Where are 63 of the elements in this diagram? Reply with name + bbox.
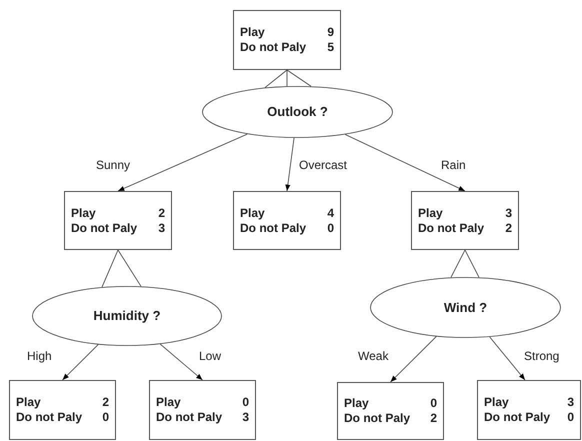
arrow (160, 344, 203, 380)
class-label: Play (240, 206, 266, 220)
count-value: 0 (327, 220, 334, 236)
count-box (233, 10, 341, 70)
class-label: Play (344, 396, 370, 411)
connector-line (264, 70, 312, 88)
connector-line (102, 250, 142, 288)
arrow (489, 336, 526, 380)
edge-label: Low (198, 350, 222, 362)
edge-label: Sunny (95, 159, 132, 171)
count-value: 9 (327, 25, 334, 40)
class-label: Do not Paly (16, 410, 84, 425)
count-value: 2 (158, 206, 165, 220)
count-value: 0 (102, 410, 109, 425)
arrow (62, 344, 99, 380)
count-value: 2 (102, 395, 109, 410)
class-label: Do not Paly (240, 220, 308, 236)
count-value: 5 (327, 40, 334, 55)
class-label: Play (484, 395, 510, 410)
question-text: Wind ? (444, 298, 488, 317)
edge-label: High (26, 350, 53, 362)
decision-ellipse (202, 86, 393, 138)
count-box (149, 380, 256, 440)
count-box (411, 191, 519, 250)
class-label: Do not Paly (71, 220, 138, 236)
class-label: Do not Paly (418, 220, 486, 236)
connector-line (450, 250, 480, 278)
class-label: Play (156, 395, 182, 410)
decision-ellipse (32, 286, 222, 346)
count-value: 3 (242, 410, 249, 425)
class-label: Do not Paly (240, 40, 308, 55)
arrow (285, 138, 294, 192)
count-value: 3 (567, 395, 574, 410)
class-label: Do not Paly (344, 411, 412, 426)
arrow (344, 134, 466, 192)
count-value: 4 (327, 206, 334, 220)
edge-label: Rain (440, 159, 467, 171)
count-value: 3 (505, 206, 512, 220)
count-box (477, 380, 581, 440)
class-label: Play (71, 206, 97, 220)
decision-ellipse (370, 277, 561, 338)
class-label: Play (240, 25, 266, 40)
arrow (390, 336, 437, 382)
count-box (337, 382, 444, 440)
question-text: Outlook ? (267, 103, 328, 122)
arrow (118, 134, 248, 192)
count-value: 0 (430, 396, 437, 411)
class-label: Do not Paly (156, 410, 224, 425)
edge-label: Overcast (298, 159, 348, 171)
count-box (233, 191, 341, 250)
class-label: Do not Paly (484, 410, 552, 425)
edge-label: Strong (523, 350, 560, 362)
count-box (64, 191, 172, 250)
question-text: Humidity ? (93, 307, 161, 326)
class-label: Play (16, 395, 42, 410)
count-value: 0 (242, 395, 249, 410)
count-value: 2 (430, 411, 437, 426)
class-label: Play (418, 206, 444, 220)
count-value: 2 (505, 220, 512, 236)
count-box (9, 380, 116, 440)
count-value: 0 (567, 410, 574, 425)
edge-label: Weak (357, 350, 390, 362)
count-value: 3 (158, 220, 165, 236)
